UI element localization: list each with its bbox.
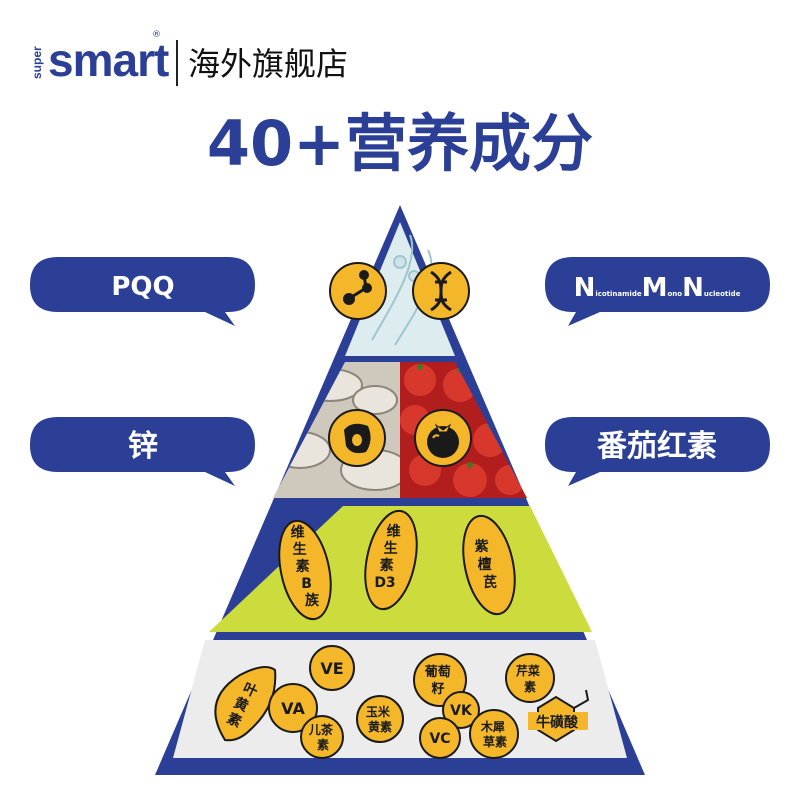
vitamin-b-capsule: 维 生 素 B 族: [278, 519, 332, 621]
va-label: VA: [281, 699, 305, 718]
ve-circle: VE: [309, 645, 355, 691]
tomato-icon: [414, 409, 472, 467]
vk-circle: VK: [442, 691, 480, 729]
vk-label: VK: [450, 703, 473, 719]
dna-icon: [412, 262, 470, 320]
lutein-label: 叶 黄 素: [224, 679, 264, 733]
pqq-callout: PQQ: [30, 257, 255, 326]
taurine-label-bg: [528, 712, 588, 730]
page-title: 40+营养成分: [206, 107, 594, 180]
nmn-callout: NicotinamideMonoNucleotide: [545, 257, 770, 326]
grape-seed-label: 葡萄 籽: [424, 664, 456, 697]
vc-label: VC: [429, 731, 450, 747]
oyster-icon: [328, 409, 386, 467]
ve-label: VE: [320, 659, 343, 678]
zeaxanthin-label: 玉米 黄素: [366, 704, 394, 734]
lignan-label: 木犀 草素: [480, 719, 509, 749]
lycopene-callout: 番茄红素: [545, 417, 770, 486]
nmn-n1: N: [574, 273, 596, 303]
registered-mark: ®: [152, 30, 161, 40]
store-name: 海外旗舰店: [188, 45, 349, 83]
nmn-n2: N: [682, 273, 704, 303]
nmn-m: M: [642, 273, 668, 303]
catechin-label: 儿茶 素: [308, 722, 337, 752]
pqq-label: PQQ: [111, 272, 174, 302]
molecule-icon: [329, 262, 387, 320]
nmn-label: NicotinamideMonoNucleotide: [574, 273, 741, 303]
vc-circle: VC: [419, 717, 461, 759]
vitamin-d3-label: 维 生 素 D3: [374, 523, 405, 591]
va-circle: VA: [268, 683, 318, 733]
nmn-n2-rest: ucleotide: [704, 290, 741, 298]
vitamin-b-label: 维 生 素 B 族: [291, 524, 320, 609]
apigenin-label: 芹菜 素: [516, 663, 544, 694]
pterostilbene-capsule: 紫 檀 芪: [462, 514, 516, 616]
zinc-callout: 锌: [30, 417, 255, 486]
taurine-hexagon: 牛磺酸: [528, 689, 590, 743]
lignan-circle: 木犀 草素: [469, 709, 519, 759]
tier-2-photos: [273, 362, 527, 498]
lycopene-label: 番茄红素: [597, 429, 717, 464]
pterostilbene-label: 紫 檀 芪: [475, 538, 497, 591]
zinc-label: 锌: [128, 429, 158, 464]
zeaxanthin-circle: 玉米 黄素: [356, 695, 404, 743]
taurine-label: 牛磺酸: [536, 714, 579, 731]
catechin-circle: 儿茶 素: [300, 715, 344, 759]
apigenin-circle: 芹菜 素: [505, 653, 555, 703]
nmn-n1-rest: icotinamide: [595, 290, 642, 298]
nmn-m-rest: ono: [667, 290, 682, 298]
brand-logo: smart: [48, 34, 169, 86]
logo-divider: [176, 40, 178, 86]
vitamin-d3-capsule: 维 生 素 D3: [364, 509, 418, 611]
lutein-leaf: 叶 黄 素: [214, 665, 277, 742]
